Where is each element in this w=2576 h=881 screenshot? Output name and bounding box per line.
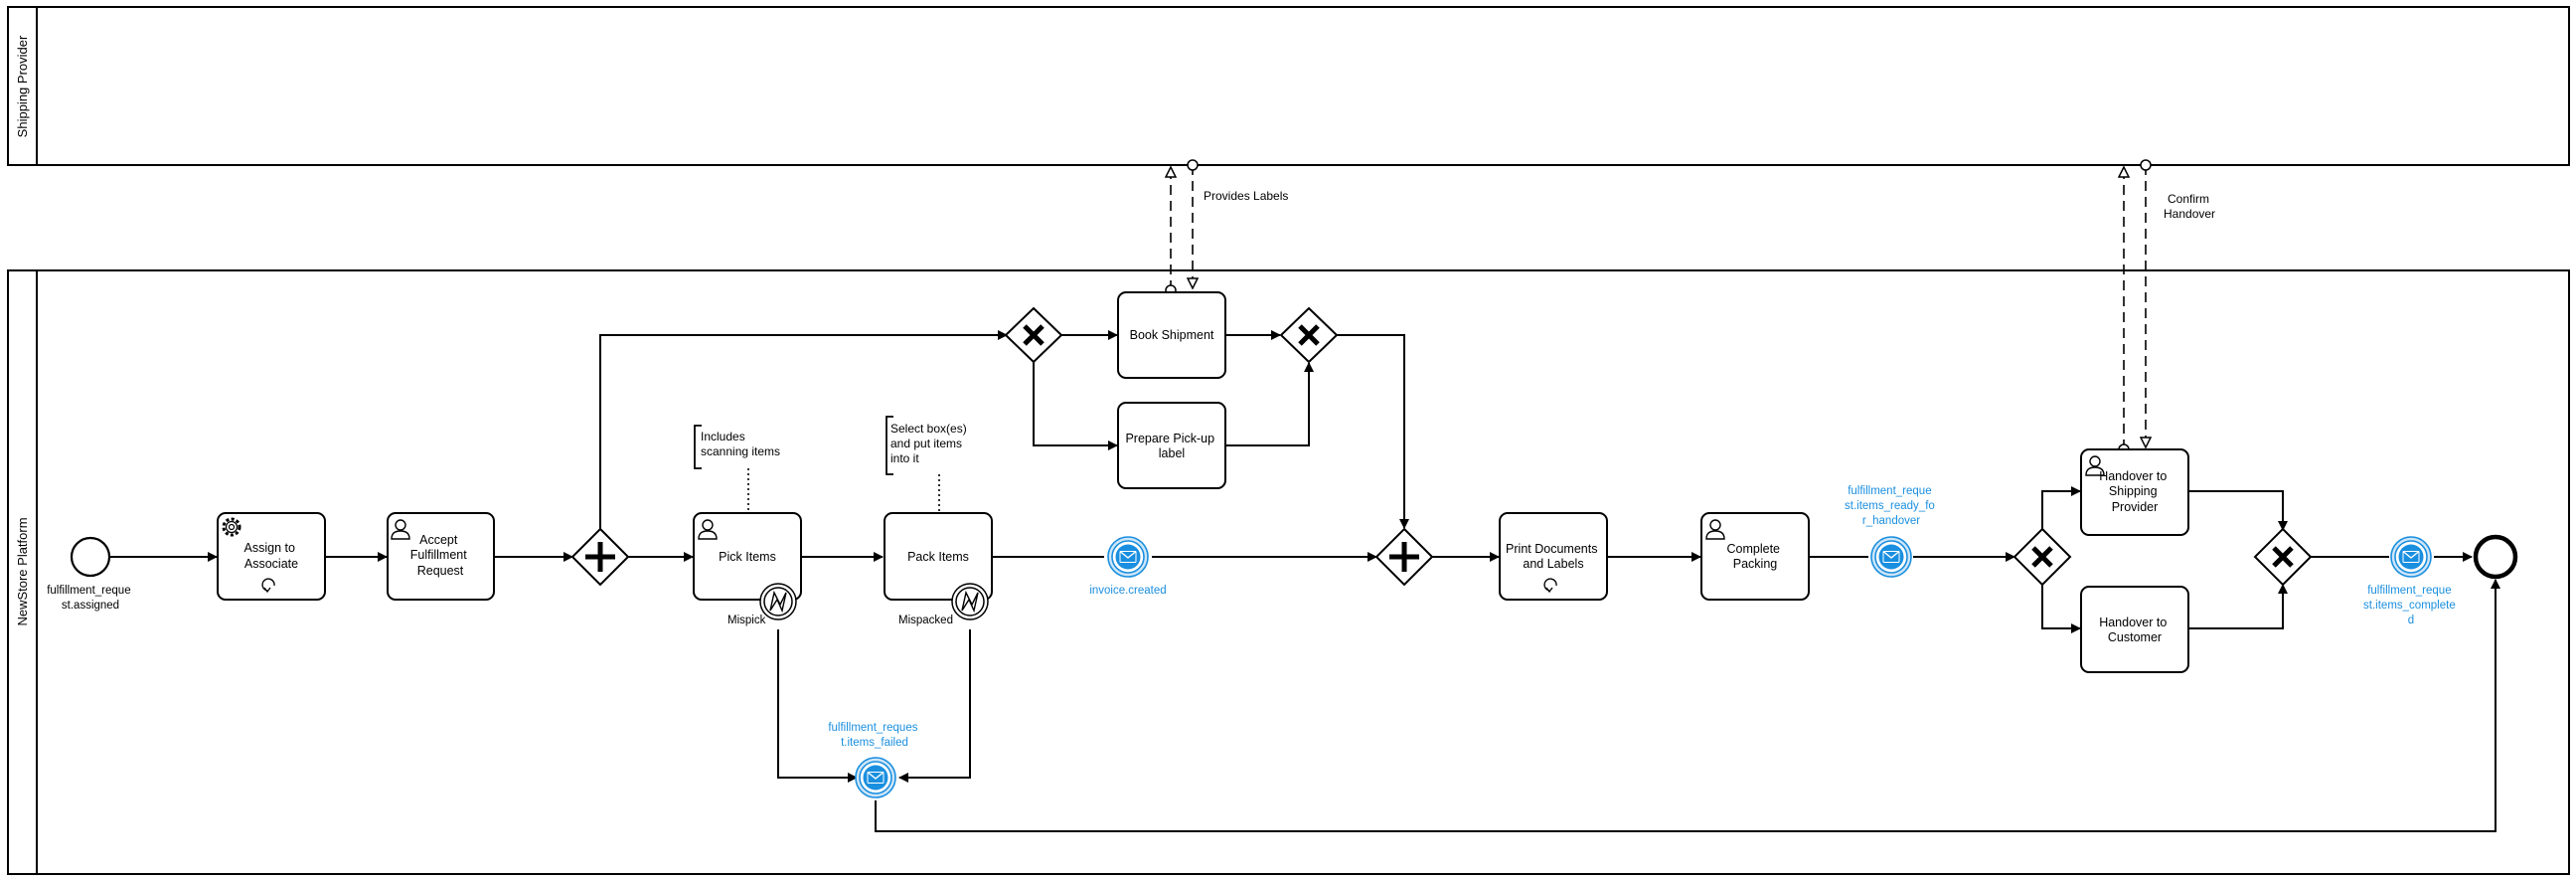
envelope-icon — [1119, 550, 1137, 564]
boundary-label-mispacked: Mispacked — [898, 615, 953, 626]
boundary-error-mispick[interactable] — [759, 583, 797, 620]
boundary-error-mispacked[interactable] — [951, 583, 989, 620]
task-handover-to-customer[interactable]: Handover to Customer — [2080, 586, 2189, 673]
message-flow-label-labels: Provides Labels — [1204, 189, 1288, 203]
message-event-invoice-created[interactable] — [1107, 536, 1149, 578]
task-accept-fulfillment-request[interactable]: Accept Fulfillment Request — [387, 512, 495, 601]
pool-label-newstore-platform: NewStore Platform — [15, 517, 30, 625]
end-event[interactable] — [2473, 534, 2518, 580]
x-icon — [2031, 546, 2053, 568]
task-pack-items[interactable]: Pack Items — [884, 512, 993, 601]
envelope-icon — [1882, 550, 1900, 564]
svg-text:Print Documents and Labe: Print Documents and Labels — [1506, 542, 1601, 571]
event-label-items-failed: fulfillment_reques t.items_failed — [828, 722, 920, 749]
task-assign-to-associate[interactable]: Assign to Associate — [217, 512, 326, 601]
gear-icon — [222, 517, 242, 537]
event-label-invoice-created: invoice.created — [1089, 585, 1166, 597]
message-event-items-failed[interactable] — [855, 757, 896, 798]
event-label-items-completed: fulfillment_reque st.items_complete d — [2363, 585, 2459, 626]
gateway-exclusive-merge-shipment[interactable] — [1279, 306, 1339, 364]
pool-label-shipping-provider: Shipping Provider — [15, 35, 30, 137]
pool-shipping-provider: Shipping Provider — [7, 6, 2570, 166]
svg-text:Includes scanning items: Includes scanning items — [701, 430, 780, 458]
svg-text:Pick Items: Pick Items — [719, 550, 776, 564]
task-prepare-pickup-label[interactable]: Prepare Pick-up label — [1117, 402, 1226, 489]
event-label-ready-for-handover: fulfillment_reque st.items_ready_fo r_ha… — [1845, 485, 1938, 527]
message-event-items-ready-for-handover[interactable] — [1870, 536, 1912, 578]
boundary-label-mispick: Mispick — [727, 615, 766, 626]
gateway-exclusive-split-handover[interactable] — [2012, 527, 2072, 587]
error-icon — [961, 590, 979, 614]
gateway-parallel-join[interactable] — [1374, 527, 1434, 587]
svg-text:Accept Fulfillment: Accept Fulfillment Request — [410, 533, 470, 578]
svg-text:Handover to Shipping: Handover to Shipping Provider — [2099, 469, 2171, 514]
message-event-items-completed[interactable] — [2390, 536, 2432, 578]
user-icon — [697, 517, 719, 541]
svg-text:Handover to Customer: Handover to Customer — [2099, 616, 2171, 644]
start-event[interactable] — [70, 536, 111, 578]
gateway-exclusive-split-shipment[interactable] — [1004, 306, 1063, 364]
loop-icon — [1543, 578, 1557, 594]
task-complete-packing[interactable]: Complete Packing — [1700, 512, 1810, 601]
loop-icon — [261, 578, 275, 594]
envelope-icon — [2402, 550, 2420, 564]
x-icon — [2272, 546, 2294, 568]
task-handover-to-shipping-provider[interactable]: Handover to Shipping Provider — [2080, 448, 2189, 536]
error-icon — [769, 590, 787, 614]
start-event-label: fulfillment_reque st.assigned — [47, 585, 134, 612]
user-icon — [1704, 517, 1726, 541]
user-icon — [390, 517, 411, 541]
task-pick-items[interactable]: Pick Items — [693, 512, 802, 601]
gateway-exclusive-merge-handover[interactable] — [2253, 527, 2313, 587]
svg-text:Assign to Associate: Assign to Associate — [244, 541, 299, 571]
x-icon — [1023, 324, 1045, 346]
gateway-parallel-split[interactable] — [570, 527, 630, 587]
plus-icon — [1389, 542, 1419, 572]
task-print-documents-and-labels[interactable]: Print Documents and Labels — [1499, 512, 1608, 601]
plus-icon — [585, 542, 615, 572]
svg-text:Book Shipment: Book Shipment — [1130, 328, 1214, 342]
task-book-shipment[interactable]: Book Shipment — [1117, 291, 1226, 379]
svg-text:Pack Items: Pack Items — [907, 550, 969, 564]
sequence-flows — [109, 330, 2500, 832]
annotation-pack: Select box(es) and put items into it — [886, 416, 970, 513]
svg-text:Select box(es) and put i: Select box(es) and put items into it — [890, 422, 970, 465]
svg-text:Complete Packing: Complete Packing — [1727, 542, 1784, 571]
x-icon — [1298, 324, 1320, 346]
svg-text:Prepare Pick-up label: Prepare Pick-up label — [1125, 432, 1217, 460]
message-flows — [1171, 165, 2146, 449]
annotation-pick: Includes scanning items — [694, 425, 780, 513]
envelope-icon — [867, 771, 885, 785]
message-flow-label-handover: Confirm Handover — [2164, 192, 2215, 221]
